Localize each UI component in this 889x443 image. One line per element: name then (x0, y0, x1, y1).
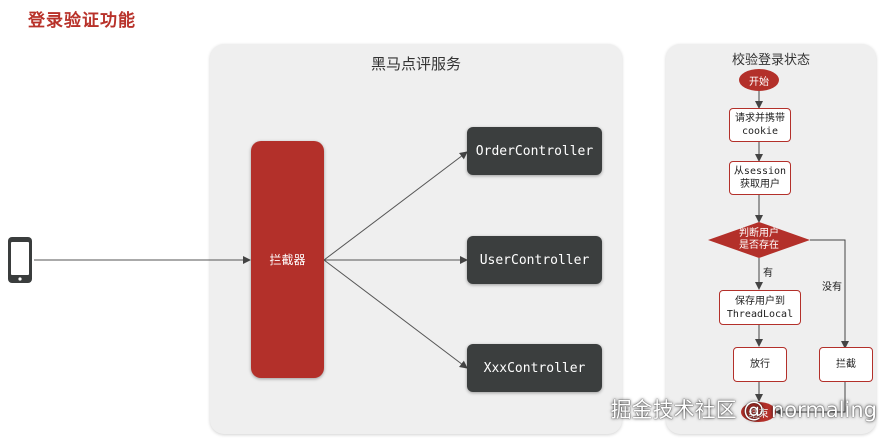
flow-get-user: 从session 获取用户 (729, 161, 791, 195)
no-label: 没有 (822, 282, 842, 293)
order-controller-box: OrderController (467, 127, 602, 175)
flow-request-line1: 请求并携带 (735, 113, 785, 124)
flow-save-line2: ThreadLocal (726, 308, 794, 320)
page-title: 登录验证功能 (28, 11, 136, 31)
flow-arrow-no (810, 239, 849, 349)
flow-block: 拦截 (819, 347, 873, 382)
flow-start-label: 开始 (749, 76, 769, 88)
order-controller-label: OrderController (475, 143, 594, 159)
yes-label: 有 (763, 268, 773, 279)
login-check-panel-title: 校验登录状态 (731, 53, 810, 68)
service-panel-title: 黑马点评服务 (370, 55, 461, 73)
flow-allow-label: 放行 (750, 359, 770, 370)
flow-get-user-line2: 获取用户 (740, 179, 780, 190)
interceptor-to-xxx-arrow (323, 259, 468, 369)
watermark: 掘金技术社区 @ normaling (610, 398, 877, 422)
decision-line1: 判断用户 (739, 228, 779, 239)
flow-get-user-line1: 从session (733, 166, 787, 177)
decision-line2: 是否存在 (739, 240, 779, 251)
interceptor-block: 拦截器 (251, 141, 324, 378)
flow-block-label: 拦截 (836, 359, 856, 370)
phone-icon (8, 237, 32, 283)
flow-end: 结束 (741, 402, 776, 422)
xxx-controller-box: XxxController (467, 344, 602, 392)
decision-diamond (708, 222, 810, 258)
user-controller-label: UserController (479, 252, 590, 268)
flow-arrow-block-end (775, 380, 846, 416)
decision-text: 判断用户 是否存在 (729, 228, 789, 252)
interceptor-label: 拦截器 (269, 253, 306, 267)
user-controller-box: UserController (467, 236, 602, 284)
flow-end-label: 结束 (748, 408, 769, 420)
flow-save-line1: 保存用户到 (735, 295, 785, 307)
flow-request-cookie: 请求并携带 cookie (729, 108, 791, 142)
interceptor-to-order-arrow (323, 151, 468, 261)
flow-start: 开始 (739, 69, 779, 91)
flow-save-threadlocal: 保存用户到 ThreadLocal (719, 290, 801, 325)
xxx-controller-label: XxxController (483, 360, 586, 376)
flow-allow: 放行 (733, 347, 787, 382)
flow-request-line2: cookie (741, 126, 779, 137)
